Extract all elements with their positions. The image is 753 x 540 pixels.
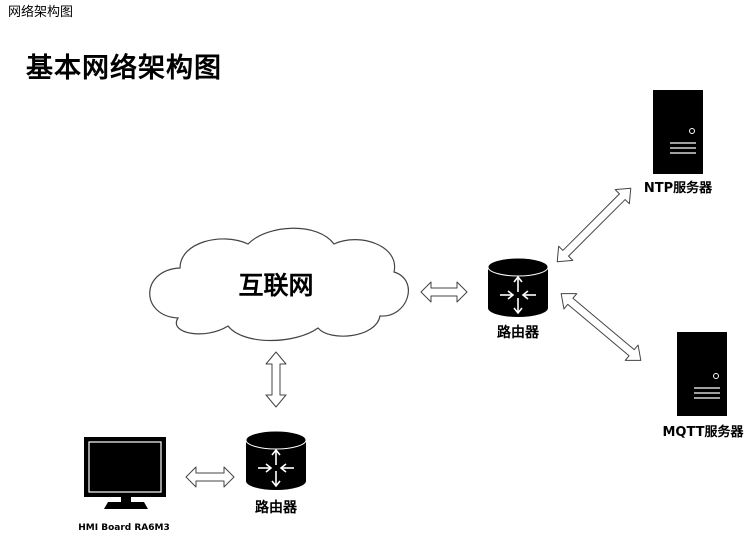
arrow-router-mqtt	[560, 293, 642, 361]
ntp-server-icon	[653, 90, 703, 174]
arrow-internet-router	[420, 281, 468, 303]
ntp-server-label: NTP服务器	[644, 180, 713, 196]
local-router-icon	[245, 430, 307, 491]
local-router-label: 路由器	[255, 499, 298, 516]
arrow-internet-local-router	[265, 351, 287, 408]
mqtt-server-icon	[677, 332, 727, 416]
hmi-board-label: HMI Board RA6M3	[78, 523, 169, 533]
internet-label: 互联网	[238, 271, 313, 300]
arrow-router-ntp	[556, 187, 632, 263]
mqtt-server-label: MQTT服务器	[662, 424, 744, 440]
hmi-monitor-icon	[84, 437, 166, 509]
arrow-hmi-local-router	[185, 466, 235, 488]
main-router-label: 路由器	[497, 324, 540, 341]
diagram-title: 基本网络架构图	[26, 53, 222, 84]
main-router-icon	[487, 257, 549, 318]
internet-cloud: 互联网	[149, 227, 409, 341]
page-label: 网络架构图	[8, 5, 74, 20]
